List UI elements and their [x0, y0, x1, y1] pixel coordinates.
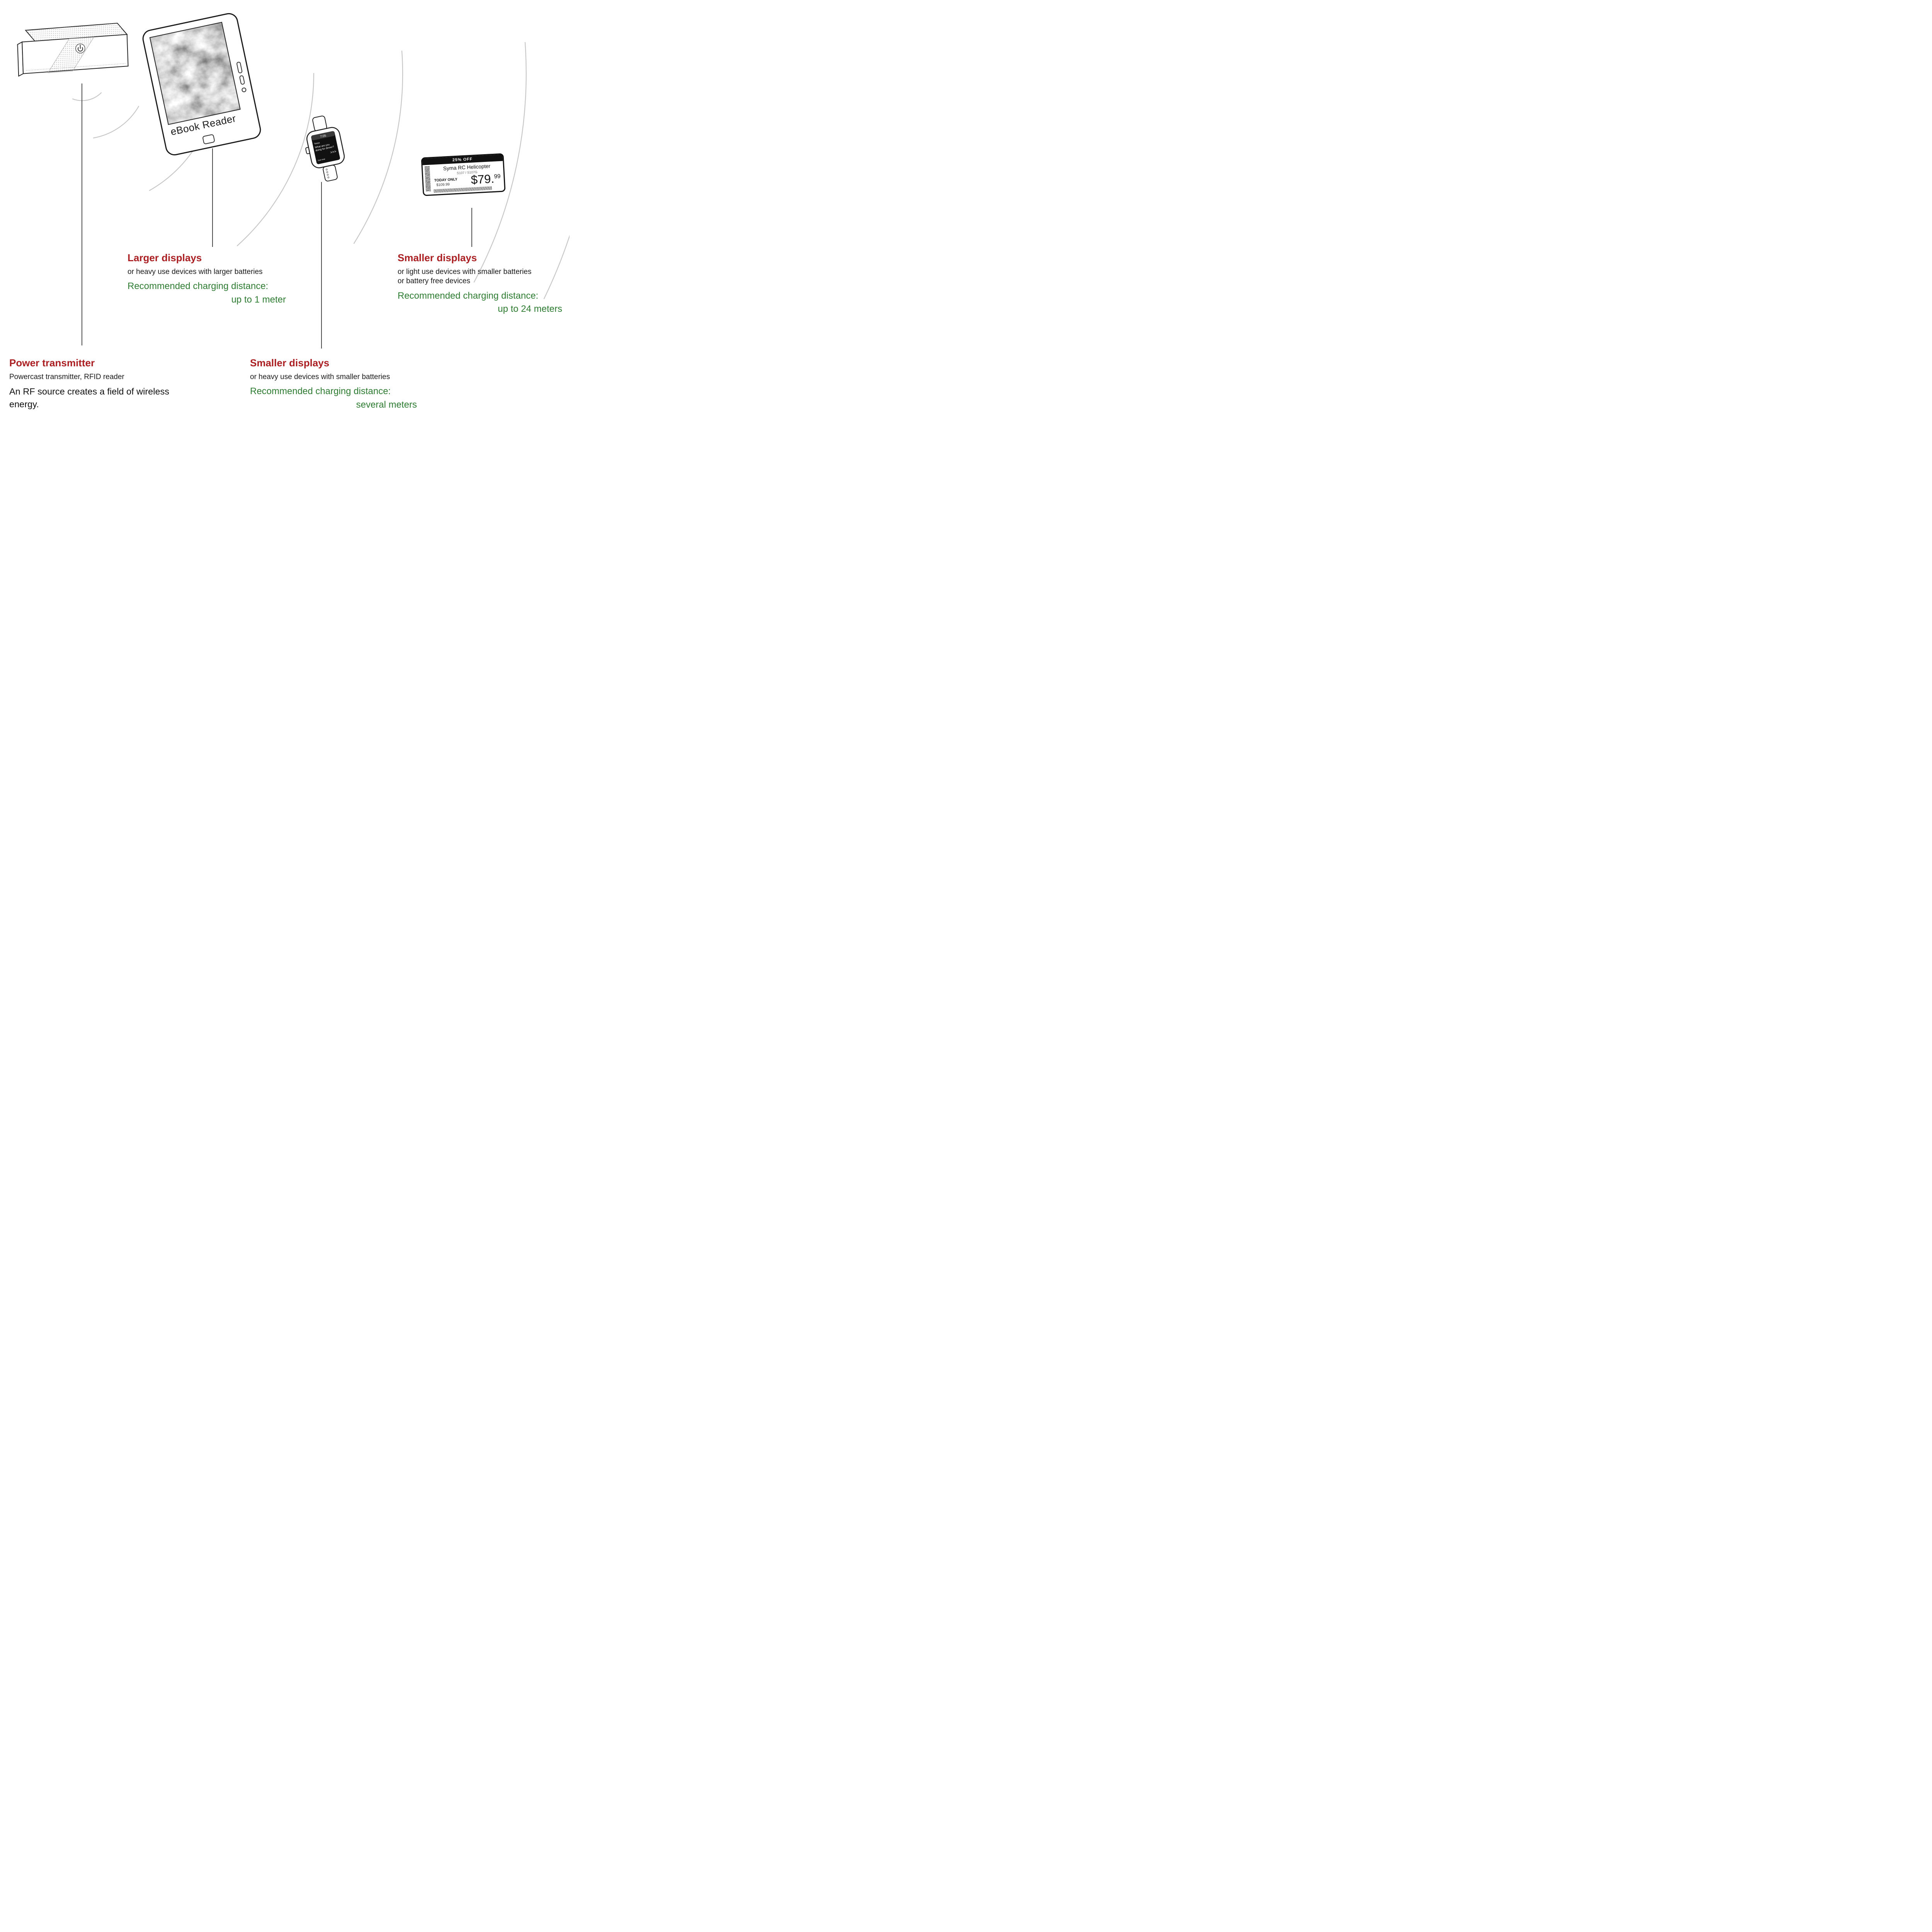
tag-price-dollars: $79.	[470, 172, 495, 187]
radio-wave-arc	[353, 50, 403, 244]
tag-promo-label: TODAY ONLY	[434, 177, 458, 183]
radio-wave-arc	[543, 235, 570, 299]
ebook-reader-screen	[149, 22, 241, 125]
callout-subtitle: or heavy use devices with smaller batter…	[250, 372, 390, 381]
tag-old-price: $109.99	[436, 182, 450, 187]
callout-larger-displays: Larger displays or heavy use devices wit…	[128, 252, 286, 306]
callout-body: An RF source creates a field of wireless…	[9, 386, 170, 410]
callout-power-transmitter: Power transmitter Powercast transmitter,…	[9, 357, 187, 411]
callout-title: Smaller displays	[250, 357, 330, 369]
callout-title: Larger displays	[128, 252, 202, 264]
callout-title: Power transmitter	[9, 357, 95, 369]
smartwatch-device: 7:05 Tanya What are you doing for dinner…	[305, 116, 345, 182]
radio-wave-arc	[72, 92, 102, 101]
charging-distance-value: several meters	[356, 399, 417, 410]
watch-screen	[311, 131, 340, 164]
callout-smaller-displays-right: Smaller displays or light use devices wi…	[398, 252, 562, 315]
charging-distance-label: Recommended charging distance:	[398, 291, 539, 301]
wireless-power-infographic: eBook Reader 7:05 Tanya What are you doi…	[0, 0, 570, 429]
connector-line-watch	[321, 182, 322, 349]
callout-smaller-displays-mid: Smaller displays or heavy use devices wi…	[250, 357, 417, 411]
ebook-reader-device: eBook Reader	[141, 11, 263, 157]
radio-wave-arc	[473, 42, 527, 283]
callout-subtitle: or battery free devices	[398, 277, 470, 286]
vertical-barcode-icon	[424, 166, 431, 192]
charging-distance-value: up to 1 meter	[231, 294, 286, 305]
watch-time: 7:05	[320, 134, 327, 138]
callout-subtitle: or light use devices with smaller batter…	[398, 267, 532, 276]
tag-price-cents: 99	[494, 173, 501, 180]
charging-distance-value: up to 24 meters	[498, 304, 562, 315]
radio-wave-arc	[93, 105, 139, 139]
ereader-camera-icon	[241, 87, 247, 93]
connector-line-ereader	[212, 148, 213, 247]
tag-sale-price: $79.99	[471, 172, 501, 187]
watch-reply-arrows: >>>	[330, 150, 337, 155]
horizontal-barcode-icon	[434, 186, 492, 193]
power-icon	[75, 43, 85, 54]
ereader-side-button-icon	[239, 75, 245, 85]
watch-sender: Tanya	[314, 142, 320, 145]
charging-distance-label: Recommended charging distance:	[128, 281, 269, 292]
ereader-home-button-icon	[202, 134, 215, 145]
watch-strap-holes	[326, 168, 330, 179]
callout-subtitle: or heavy use devices with larger batteri…	[128, 267, 263, 276]
callout-subtitle: Powercast transmitter, RFID reader	[9, 372, 124, 381]
shelf-price-tag-device: 25% OFF Syma RC Helicopter S107 / S107G …	[421, 153, 506, 196]
connector-line-shelf-tag	[471, 208, 472, 247]
ereader-side-button-icon	[236, 61, 243, 74]
watch-meta: Just now	[318, 158, 326, 162]
radio-wave-arc	[236, 73, 315, 247]
power-transmitter-illustration	[17, 22, 129, 77]
callout-title: Smaller displays	[398, 252, 477, 264]
charging-distance-label: Recommended charging distance:	[250, 386, 391, 397]
